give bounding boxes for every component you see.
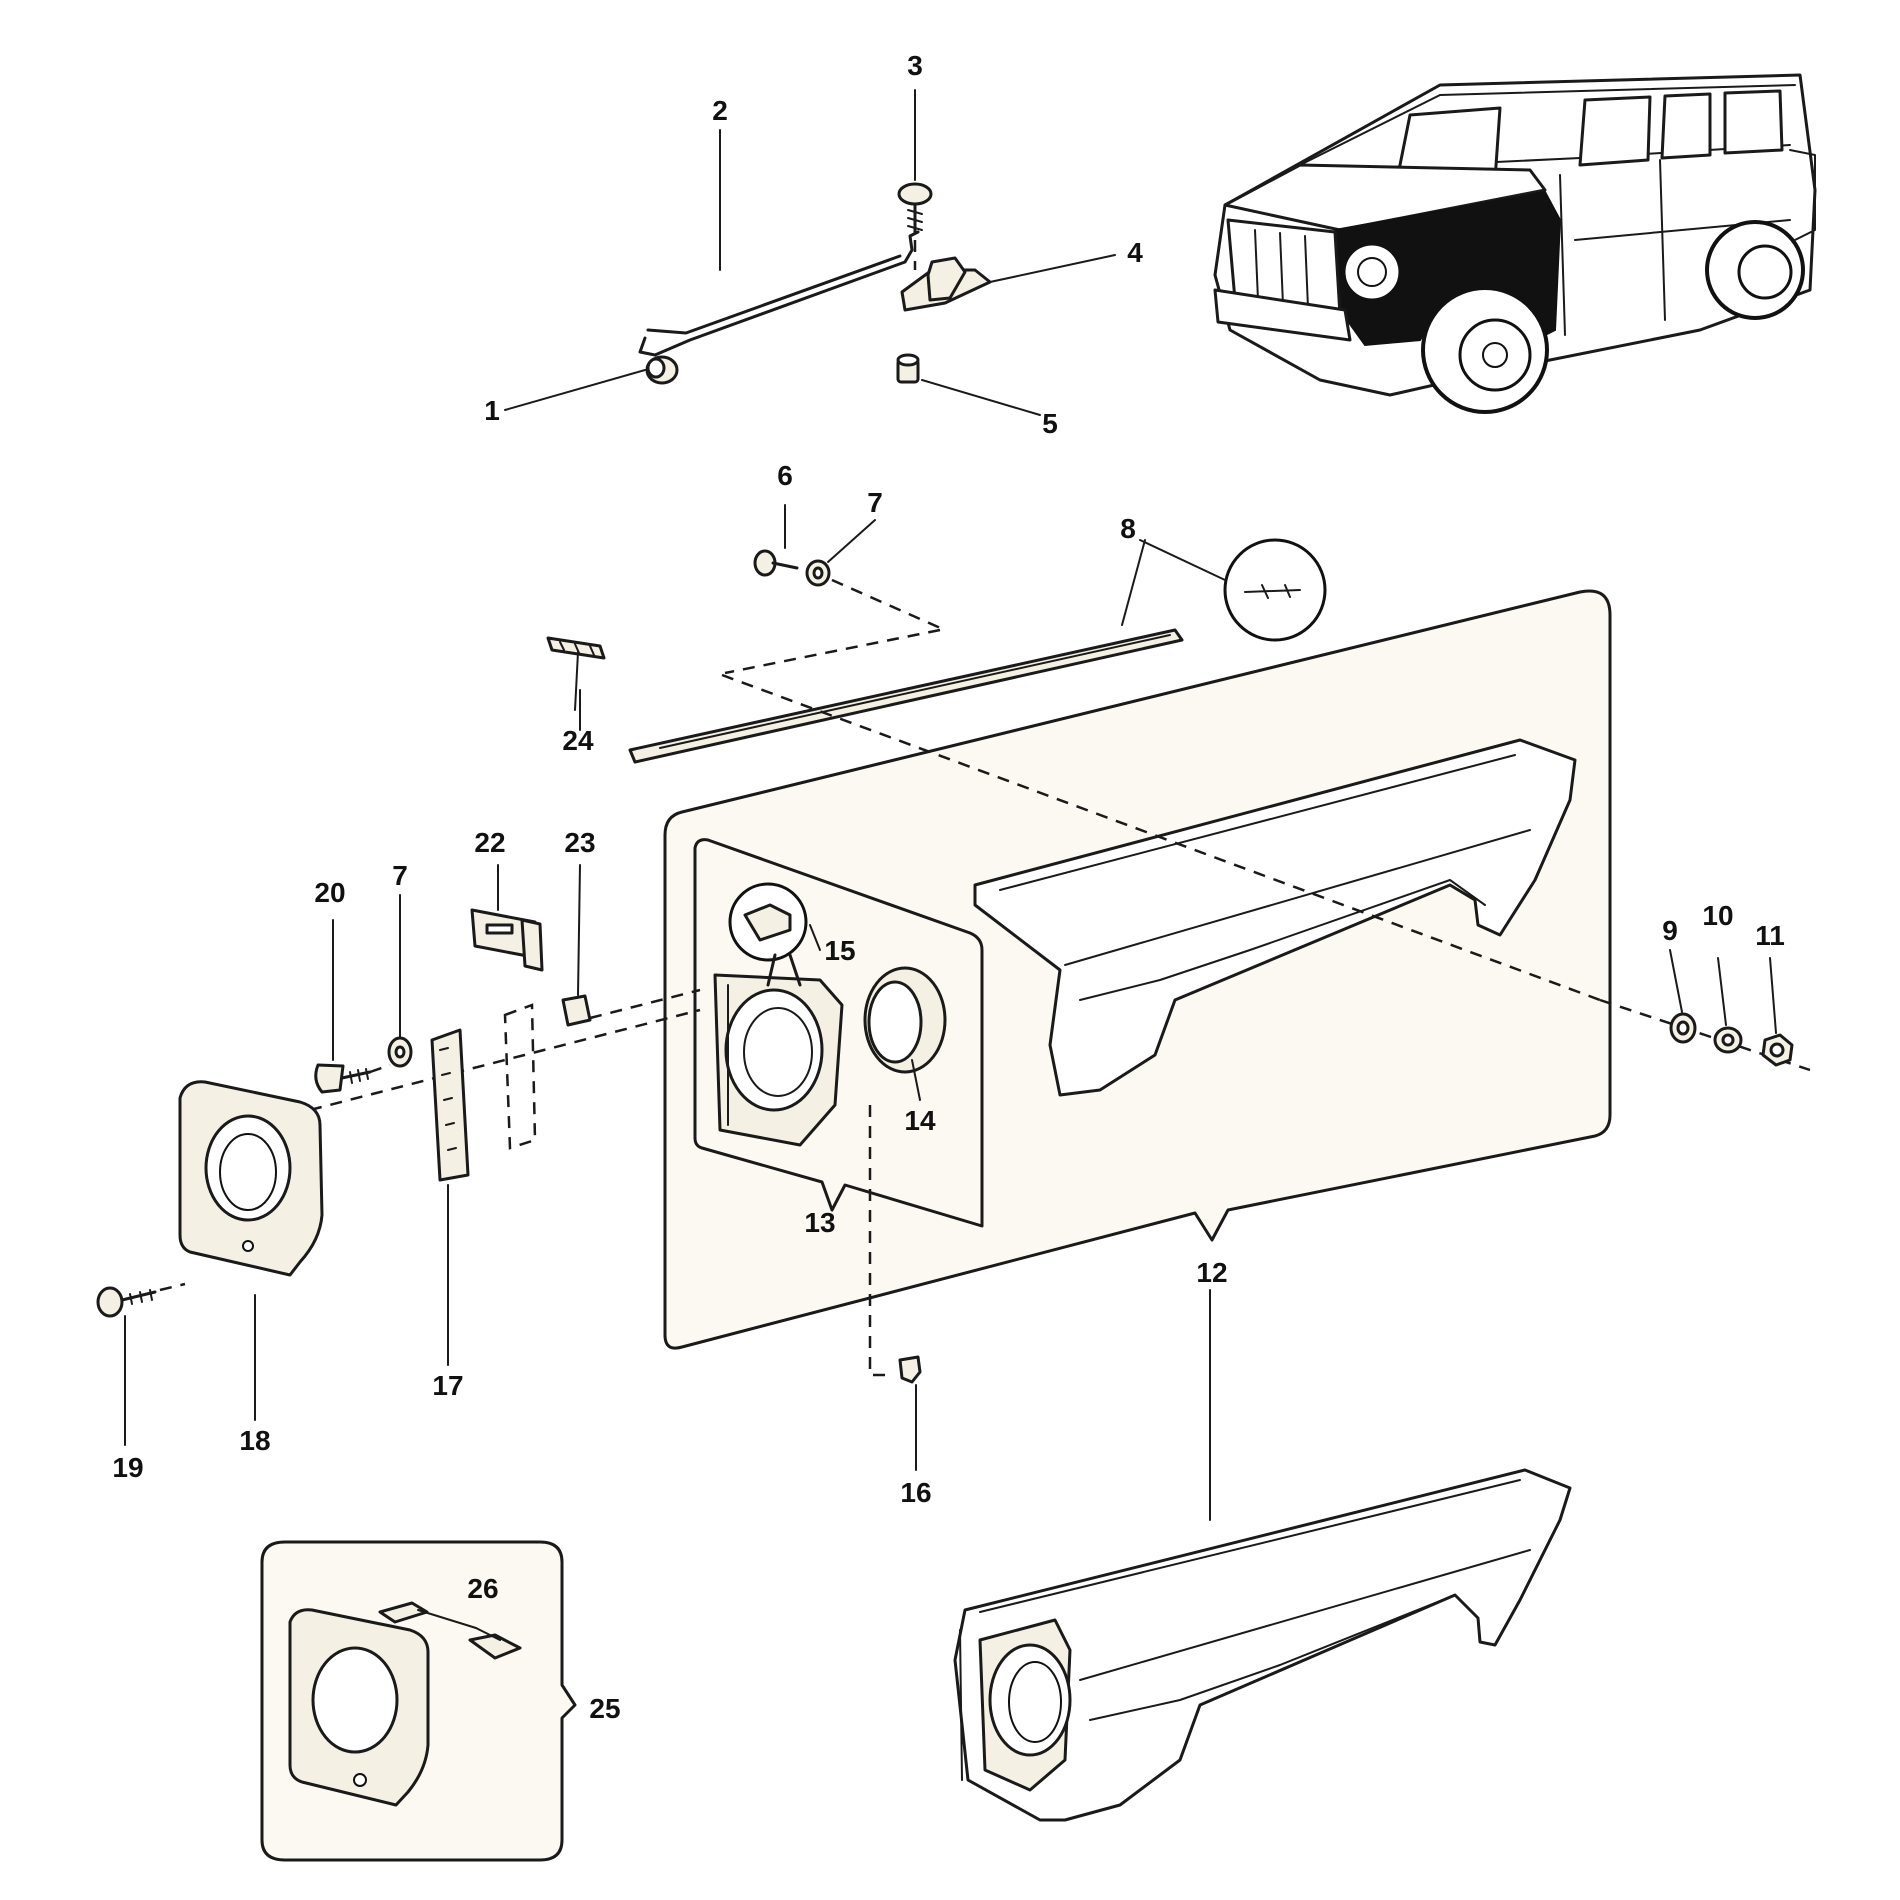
callout-2: 2 (712, 95, 728, 126)
callout-15: 15 (824, 935, 855, 966)
clip-nut-part-23 (561, 994, 592, 1027)
clip-part-4 (900, 256, 992, 312)
headlight-surround-part-18 (178, 1080, 324, 1277)
callout-12: 12 (1196, 1257, 1227, 1288)
callout-24: 24 (562, 725, 594, 756)
callout-8: 8 (1120, 513, 1136, 544)
callout-7-left: 7 (392, 860, 408, 891)
callout-13: 13 (804, 1207, 835, 1238)
callout-10: 10 (1702, 900, 1733, 931)
prop-rod-part-2 (638, 230, 920, 357)
callout-5: 5 (1042, 408, 1058, 439)
callout-labels: 1 2 3 4 5 6 7 7 8 9 10 11 12 13 14 15 16… (112, 50, 1784, 1724)
washer-part-7-left (387, 1036, 413, 1068)
screw-part-19 (96, 1286, 157, 1318)
seal-strip-part-17 (430, 1028, 470, 1182)
callout-1: 1 (484, 395, 500, 426)
clip-detail-part-15 (728, 882, 808, 962)
callout-26: 26 (467, 1573, 498, 1604)
callout-19: 19 (112, 1452, 143, 1483)
callout-6: 6 (777, 460, 793, 491)
vehicle-illustration (1213, 73, 1817, 414)
washer-part-7-top (805, 559, 831, 587)
fender-part-12-exploded (973, 738, 1577, 1097)
rail-part-8 (628, 628, 1184, 764)
nut-part-11 (1761, 1033, 1794, 1067)
headlight-housing-part-13 (713, 973, 844, 1147)
callout-4: 4 (1127, 237, 1143, 268)
fender-part-12-assembled (953, 1468, 1572, 1822)
lock-washer-part-10 (1713, 1026, 1743, 1054)
callout-20: 20 (314, 877, 345, 908)
callout-7-top: 7 (867, 487, 883, 518)
callout-25: 25 (589, 1693, 620, 1724)
spacer-part-24 (546, 636, 606, 660)
bolt-part-6 (753, 549, 799, 577)
fender-rail-assembly (546, 538, 1327, 764)
bracket-part-22 (470, 908, 544, 972)
screw-part-3 (897, 182, 933, 234)
leader-lines (124, 89, 1777, 1641)
hood-prop-rod-assembly (638, 182, 992, 385)
grommet-part-1 (645, 355, 679, 385)
washer-part-9 (1669, 1012, 1697, 1044)
seal-strip-dashed-outline (503, 1003, 537, 1150)
clip-part-16 (898, 1355, 922, 1384)
screw-part-20 (314, 1063, 372, 1094)
callout-23: 23 (564, 827, 595, 858)
kit-clips-part-26 (378, 1601, 522, 1660)
callout-17: 17 (432, 1370, 463, 1401)
callout-14: 14 (904, 1105, 936, 1136)
rear-wheel-icon (1705, 220, 1805, 320)
kit-surround-part-25 (288, 1608, 430, 1807)
callout-11: 11 (1755, 920, 1785, 951)
callout-22: 22 (474, 827, 505, 858)
sealing-ring-part-14 (863, 966, 947, 1074)
callout-18: 18 (239, 1425, 270, 1456)
callout-9: 9 (1662, 915, 1678, 946)
callout-3: 3 (907, 50, 923, 81)
rail-detail-circle (1223, 538, 1327, 642)
headlight-icon (1342, 242, 1402, 302)
callout-16: 16 (900, 1477, 931, 1508)
sleeve-part-5 (896, 353, 920, 384)
